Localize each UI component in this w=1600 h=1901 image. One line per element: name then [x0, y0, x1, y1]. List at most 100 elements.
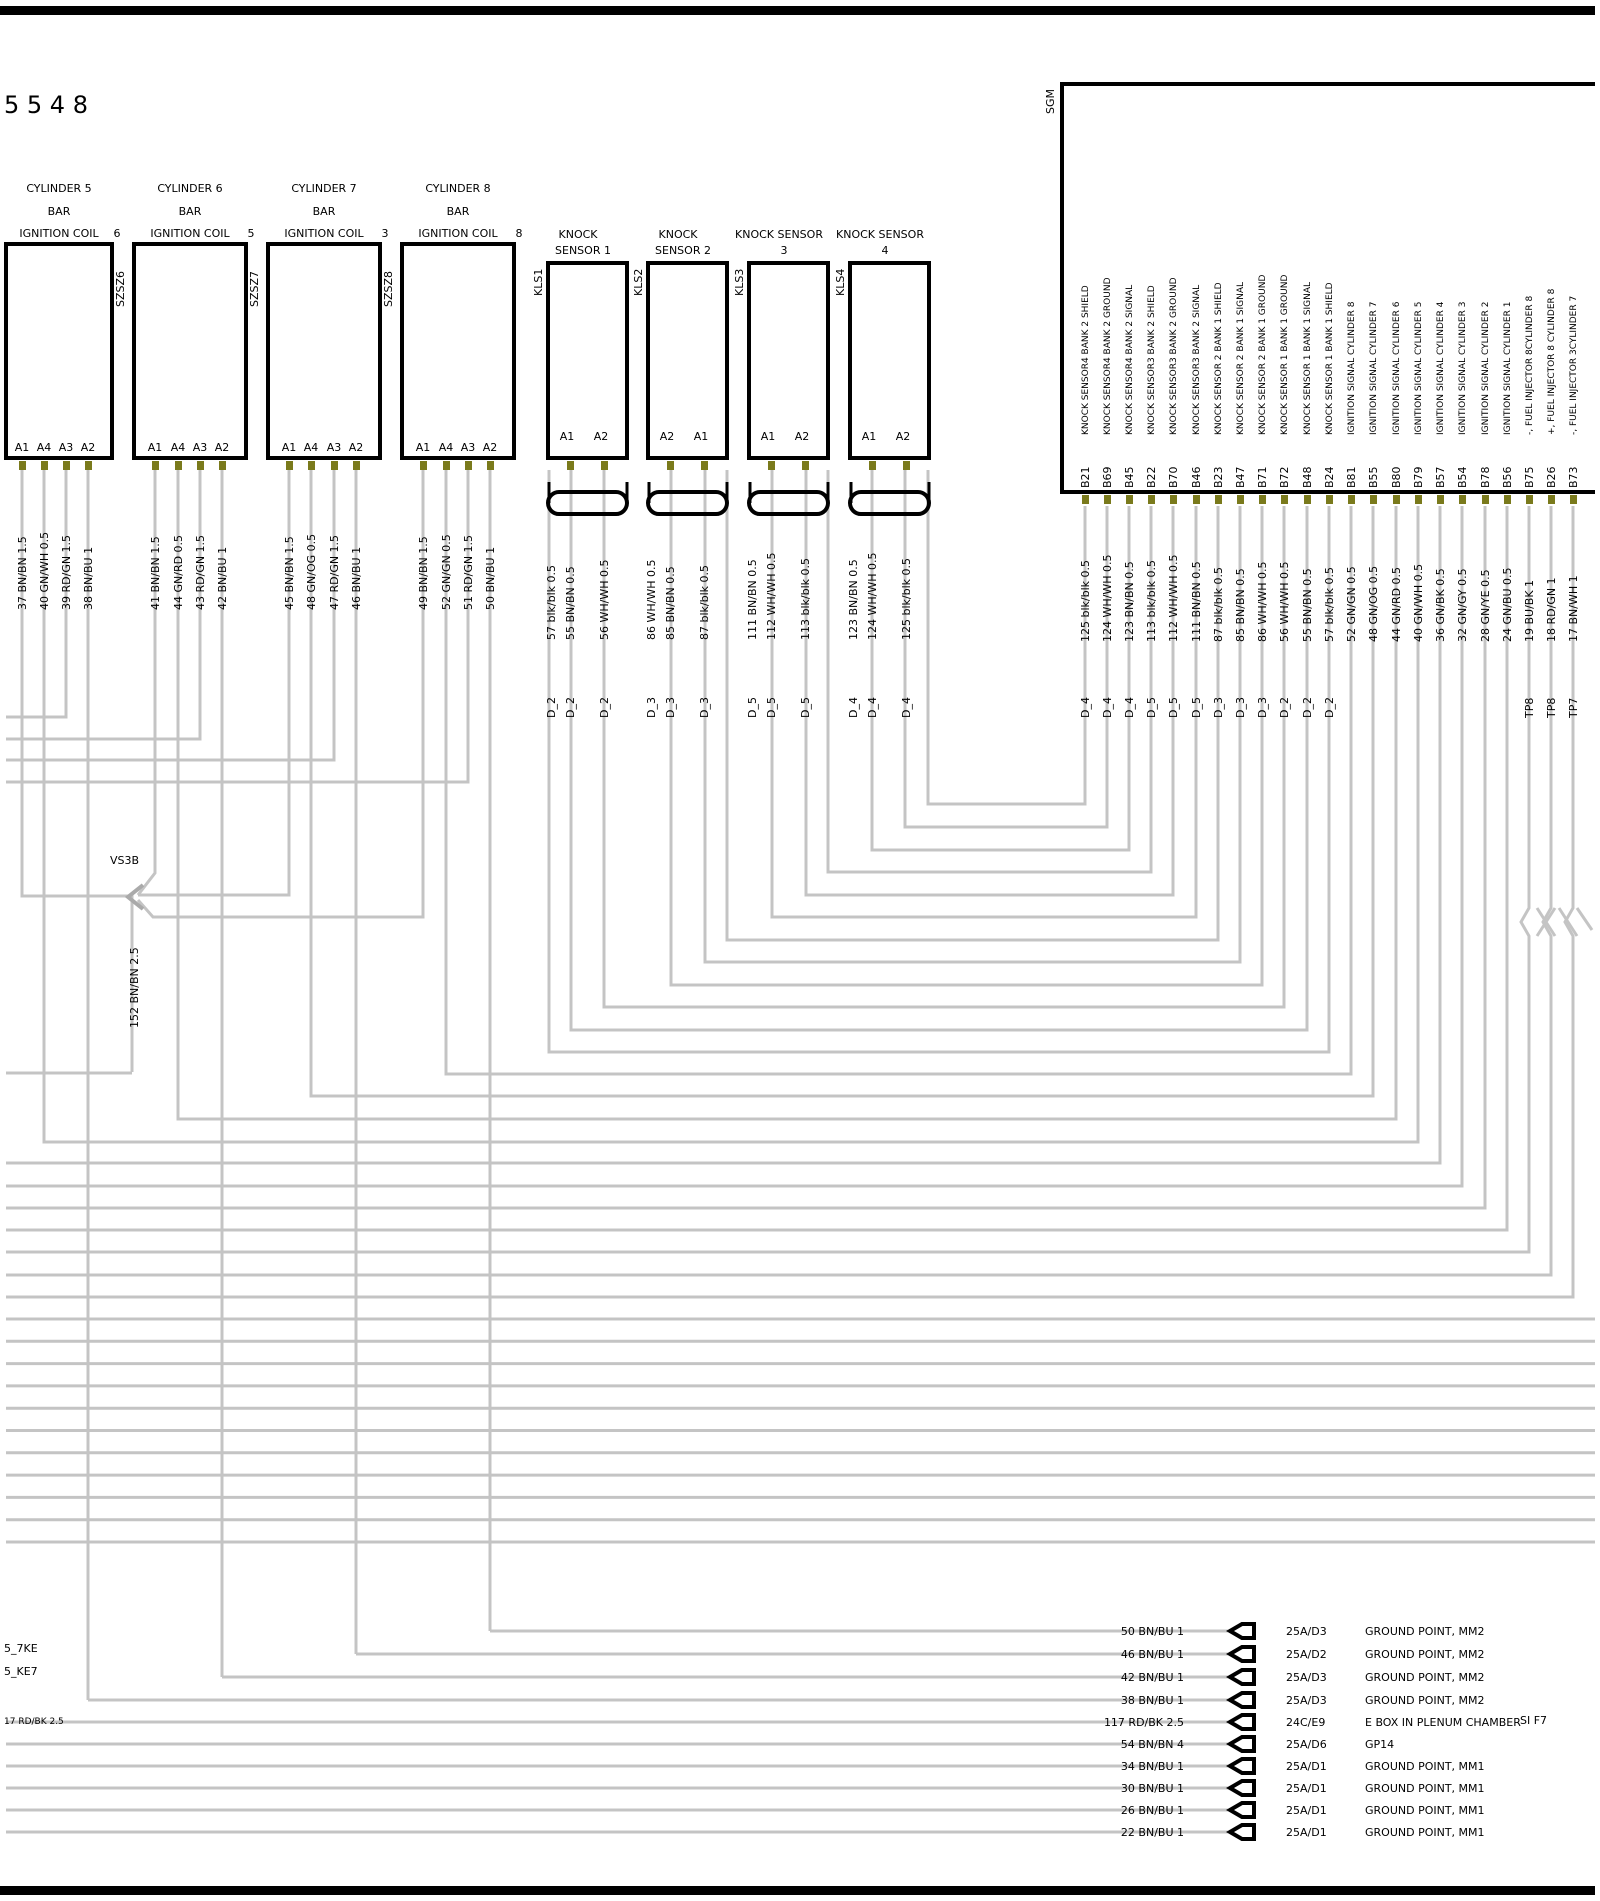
wire-sgm-to-left — [6, 506, 1442, 1165]
wire-ignition-cyl8 — [444, 470, 1353, 1076]
frame-layer: 5 5 4 8 SGM VS3B 152 BN/BN 2.5 5_7KE 5_K… — [0, 6, 1595, 1895]
ground-ref: 25A/D2 — [1286, 1648, 1327, 1661]
sgm-wire-label: 86 WH/WH 0.5 — [1256, 562, 1269, 643]
sgm-wire-label: 57 blk/blk 0.5 — [1323, 567, 1336, 642]
sgm-pin-number: B71 — [1256, 466, 1269, 488]
pin-terminal — [286, 461, 293, 470]
ground-wire-label: 22 BN/BU 1 — [1121, 1826, 1184, 1839]
ground-wire-label: 117 RD/BK 2.5 — [1104, 1716, 1184, 1729]
knock-wire-dest: D_3 — [698, 697, 711, 718]
coil-7-ref: SZSZ8 — [382, 271, 395, 307]
sgm-wire-dest: D_5 — [1190, 697, 1203, 718]
sgm-wire-label: 28 GN/YE 0.5 — [1479, 569, 1492, 642]
pin-terminal — [1370, 495, 1377, 504]
ground-connector-icon — [1226, 1668, 1256, 1686]
coil-wire-label: 43 RD/GN 1.5 — [194, 535, 207, 610]
coil-wire-label: 42 BN/BU 1 — [216, 547, 229, 610]
sgm-pin-number: B26 — [1545, 466, 1558, 488]
sgm-pin-function: KNOCK SENSOR3 BANK 2 GROUND — [1169, 277, 1179, 435]
sgm-pin-number: B78 — [1479, 466, 1492, 488]
coil-wire-label: 52 GN/GN 0.5 — [440, 534, 453, 610]
pin-terminal — [1526, 495, 1533, 504]
sgm-wire-label: 124 WH/WH 0.5 — [1101, 555, 1114, 642]
knock-wire-dest: D_5 — [799, 697, 812, 718]
ground-desc: E BOX IN PLENUM CHAMBER — [1365, 1716, 1521, 1729]
sgm-wire-label: 24 GN/BU 0.5 — [1501, 567, 1514, 642]
pin-terminal — [1082, 495, 1089, 504]
pin-terminal — [1304, 495, 1311, 504]
knock-sensor-4-ref: KLS4 — [834, 269, 847, 296]
si-label: SI F7 — [1520, 1714, 1547, 1727]
wire-knock-harness — [870, 470, 1131, 852]
coil-7-desc: IGNITION COIL — [284, 227, 364, 240]
sgm-pin-function: IGNITION SIGNAL CYLINDER 4 — [1436, 301, 1446, 435]
sgm-pin-function: IGNITION SIGNAL CYLINDER 1 — [1503, 302, 1513, 435]
wire-sgm-to-left — [6, 506, 1575, 1299]
wire-cyl8-a1 — [136, 470, 425, 919]
wire-cyl8-a3 — [6, 470, 470, 784]
knock-wire-dest: D_5 — [765, 697, 778, 718]
coil-pin-label: A3 — [193, 441, 208, 454]
sgm-wire-label: 32 GN/GY 0.5 — [1456, 568, 1469, 642]
knock-wire-label: 55 BN/BN 0.5 — [564, 566, 577, 640]
coil-pin-label: A3 — [461, 441, 476, 454]
ground-wire-label: 54 BN/BN 4 — [1121, 1738, 1184, 1751]
coil-7-type: BAR — [313, 205, 336, 218]
knock-sensor-1 — [546, 261, 629, 460]
sgm-pin-number: B23 — [1212, 466, 1225, 488]
coil-pin-label: A3 — [59, 441, 74, 454]
knock-pin-label: A1 — [862, 430, 877, 443]
coil-wire-label: 46 BN/BU 1 — [350, 547, 363, 610]
ground-connector-icon — [1226, 1757, 1256, 1775]
knock-sensor-3-name: KNOCK SENSOR — [735, 228, 823, 241]
ground-desc: GROUND POINT, MM2 — [1365, 1694, 1485, 1707]
wire-knock-harness — [703, 470, 1242, 964]
knock-sensor-2 — [646, 261, 729, 460]
ground-desc: GROUND POINT, MM2 — [1365, 1625, 1485, 1638]
sgm-wire-label: 17 BN/WH 1 — [1567, 575, 1580, 642]
knock-sensor-3 — [747, 261, 830, 460]
ground-ref: 25A/D1 — [1286, 1760, 1327, 1773]
coil-wire-label: 38 BN/BU 1 — [82, 547, 95, 610]
sgm-pin-function: KNOCK SENSOR 1 BANK 1 SIGNAL — [1303, 282, 1313, 435]
wire-knock-harness — [804, 470, 1175, 897]
ground-ref: 25A/D3 — [1286, 1671, 1327, 1684]
ground-desc: GROUND POINT, MM2 — [1365, 1648, 1485, 1661]
knock-pin-label: A2 — [594, 430, 609, 443]
coil-pin-label: A1 — [416, 441, 431, 454]
ignition-coil-8 — [400, 242, 516, 460]
knock-pin-label: A1 — [560, 430, 575, 443]
ground-connector-icon — [1226, 1779, 1256, 1797]
sgm-wire-label: 36 GN/BK 0.5 — [1434, 568, 1447, 642]
knock-pin-label: A1 — [694, 430, 709, 443]
shield-braid — [848, 490, 931, 516]
ground-wire-label: 46 BN/BU 1 — [1121, 1648, 1184, 1661]
coil-8-type: BAR — [447, 205, 470, 218]
knock-pin-label: A1 — [761, 430, 776, 443]
sgm-wire-dest: D_5 — [1167, 697, 1180, 718]
sgm-pin-number: B57 — [1434, 466, 1447, 488]
wire-knock-harness — [770, 470, 1198, 919]
sgm-wire-dest: D_3 — [1212, 697, 1225, 718]
splice-vs3b-arrow — [124, 883, 145, 911]
ignition-coil-7 — [266, 242, 382, 460]
pin-terminal — [1215, 495, 1222, 504]
wire-cyl5-a3 — [6, 470, 68, 719]
knock-wire-dest: D_5 — [746, 697, 759, 718]
sgm-pin-number: B80 — [1390, 466, 1403, 488]
coil-pin-label: A2 — [483, 441, 498, 454]
coil-pin-label: A4 — [304, 441, 319, 454]
knock-sensor-3-ref: KLS3 — [733, 269, 746, 296]
wire-sgm-to-left — [6, 506, 1553, 1277]
knock-wire-dest: D_4 — [900, 697, 913, 718]
pin-terminal — [601, 461, 608, 470]
shield-braid — [747, 490, 830, 516]
ground-ref: 24C/E9 — [1286, 1716, 1325, 1729]
pin-terminal — [63, 461, 70, 470]
pin-terminal — [768, 461, 775, 470]
wire-knock-harness — [569, 470, 1309, 1032]
left-label-1: 5_7KE — [4, 1642, 38, 1655]
ground-ref: 25A/D3 — [1286, 1694, 1327, 1707]
sgm-wire-label: 125 blk/blk 0.5 — [1079, 560, 1092, 642]
